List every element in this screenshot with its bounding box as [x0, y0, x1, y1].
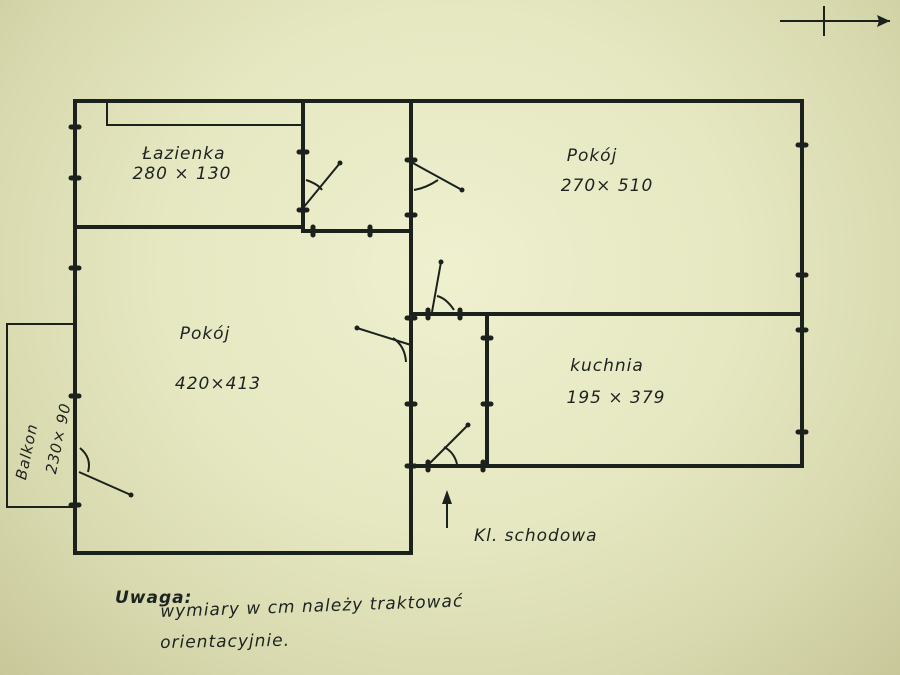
door-main-room — [354, 325, 412, 363]
bathroom-walls — [73, 99, 305, 229]
stairs-label: Kl. schodowa — [474, 526, 598, 546]
kitchen-dims: 195 × 379 — [566, 388, 666, 408]
door-upper-room — [410, 161, 465, 193]
door-corridor — [431, 259, 455, 313]
main-room-dims: 420×413 — [174, 374, 262, 394]
bathroom-name: Łazienka — [142, 144, 226, 164]
bathroom-dims: 280 × 130 — [132, 164, 232, 184]
upper-room-dims: 270× 510 — [560, 176, 654, 196]
note-title: Uwaga: — [115, 588, 193, 608]
kitchen-name: kuchnia — [570, 356, 644, 376]
upper-room-name: Pokój — [566, 146, 618, 166]
note-line-2: orientacyjnie. — [159, 630, 291, 653]
wall-ticks — [68, 124, 809, 508]
entrance-arrow-icon — [442, 490, 452, 528]
door-balcony — [78, 447, 134, 498]
interior-walls — [301, 99, 804, 555]
door-bathroom — [302, 160, 343, 209]
balcony — [6, 323, 75, 508]
north-arrow-icon — [780, 6, 890, 36]
door-entrance — [428, 422, 471, 465]
main-room-name: Pokój — [179, 324, 231, 344]
